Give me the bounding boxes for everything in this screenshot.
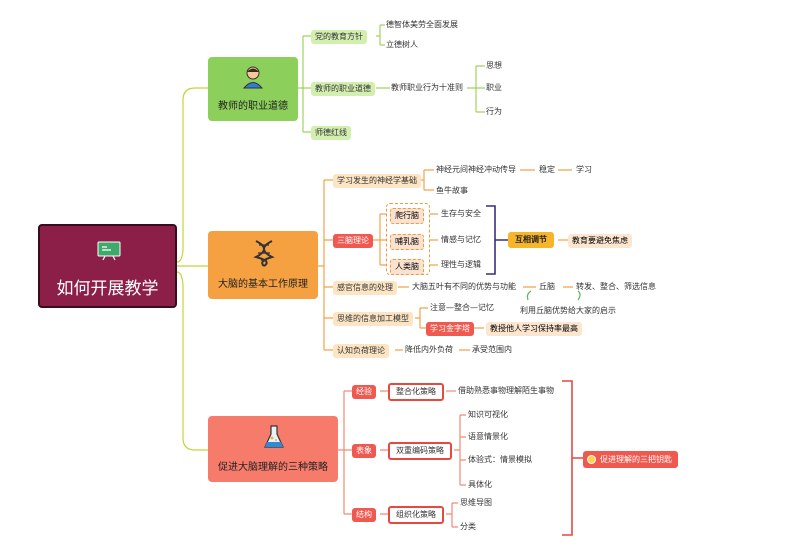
neuro-a3: 学习 — [576, 165, 592, 174]
rep-item-2: 语意情景化 — [468, 432, 508, 441]
ethics-redline[interactable]: 师德红线 — [311, 126, 351, 140]
chalkboard-icon — [97, 241, 121, 261]
sensory-b: 丘脑 — [539, 282, 555, 291]
policy-item-1: 德智体美劳全面发展 — [386, 20, 458, 29]
rep-strategy[interactable]: 双重编码策略 — [388, 442, 452, 460]
process-a: 注意—整合—记忆 — [430, 303, 494, 312]
strategy-exp[interactable]: 经验 — [352, 385, 376, 399]
brain-neuro[interactable]: 学习发生的神经学基础 — [333, 174, 421, 188]
triune-item-3[interactable]: 人类脑 — [390, 259, 424, 275]
strategy-rep[interactable]: 表象 — [352, 444, 376, 458]
ethics-conduct[interactable]: 教师的职业道德 — [311, 82, 375, 96]
rep-item-3: 体验式：情景模拟 — [468, 455, 532, 464]
brain-triune[interactable]: 三脑理论 — [333, 234, 373, 248]
struct-item-1: 思维导图 — [460, 498, 492, 507]
struct-item-2: 分类 — [460, 522, 476, 531]
ethics-policy[interactable]: 党的教育方针 — [311, 30, 367, 44]
brain-process[interactable]: 思维的信息加工模型 — [333, 312, 413, 326]
rep-item-1: 知识可视化 — [468, 410, 508, 419]
coordinate-node[interactable]: 互相调节 — [508, 232, 554, 248]
triune-item-1[interactable]: 爬行脑 — [390, 208, 424, 224]
branch-ethics-title: 教师的职业道德 — [218, 101, 288, 112]
triune-item-2[interactable]: 哺乳脑 — [390, 234, 424, 250]
learning-pyramid[interactable]: 学习金字塔 — [426, 322, 474, 336]
conduct-item-1: 思想 — [486, 61, 502, 70]
brain-sensory[interactable]: 感官信息的处理 — [333, 281, 397, 295]
sensory-a: 大脑五叶有不同的优势与功能 — [412, 282, 516, 291]
three-keys-node[interactable]: 促进理解的三把钥匙 — [583, 451, 678, 468]
branch-strategy[interactable]: 促进大脑理解的三种策略 — [208, 416, 338, 482]
neuro-a: 神经元间神经冲动传导 — [436, 165, 516, 174]
triune-desc-3: 理性与逻辑 — [441, 260, 481, 269]
conduct-rules: 教师职业行为十准则 — [391, 83, 463, 92]
neuro-b: 鱼牛故事 — [436, 186, 468, 195]
strategy-struct[interactable]: 结构 — [352, 508, 376, 522]
sensory-c: 转发、整合、筛选信息 — [576, 282, 656, 291]
conduct-item-2: 职业 — [486, 83, 502, 92]
brain-load[interactable]: 认知负荷理论 — [333, 344, 389, 358]
sensory-note: 利用丘脑优势给大家的启示 — [520, 306, 616, 315]
root-title: 如何开展教学 — [56, 279, 159, 299]
branch-brain-title: 大脑的基本工作原理 — [218, 279, 308, 290]
process-c[interactable]: 教授他人学习保持率最高 — [486, 322, 582, 336]
key-bullet-icon — [587, 455, 596, 464]
triune-desc-2: 情感与记忆 — [441, 235, 481, 244]
exp-desc: 借助熟悉事物理解陌生事物 — [458, 386, 554, 395]
triune-desc-1: 生存与安全 — [441, 209, 481, 218]
three-keys-label: 促进理解的三把钥匙 — [600, 455, 672, 464]
branch-strategy-title: 促进大脑理解的三种策略 — [218, 462, 328, 473]
branch-ethics[interactable]: 教师的职业道德 — [208, 57, 298, 121]
flask-icon — [264, 425, 284, 448]
branch-brain[interactable]: 大脑的基本工作原理 — [208, 231, 318, 299]
load-a: 降低内外负荷 — [405, 345, 453, 354]
rep-item-4: 具体化 — [468, 480, 492, 489]
root-node[interactable]: 如何开展教学 — [38, 224, 177, 308]
teacher-avatar-icon — [242, 66, 264, 89]
avoid-anxiety[interactable]: 教育要避免焦虑 — [568, 234, 632, 248]
exp-strategy[interactable]: 整合化策略 — [388, 383, 444, 401]
load-b: 承受范围内 — [472, 345, 512, 354]
dna-icon — [253, 240, 275, 267]
policy-item-2: 立德树人 — [386, 40, 418, 49]
neuro-a2: 稳定 — [539, 165, 555, 174]
conduct-item-3: 行为 — [486, 107, 502, 116]
struct-strategy[interactable]: 组织化策略 — [388, 506, 444, 524]
